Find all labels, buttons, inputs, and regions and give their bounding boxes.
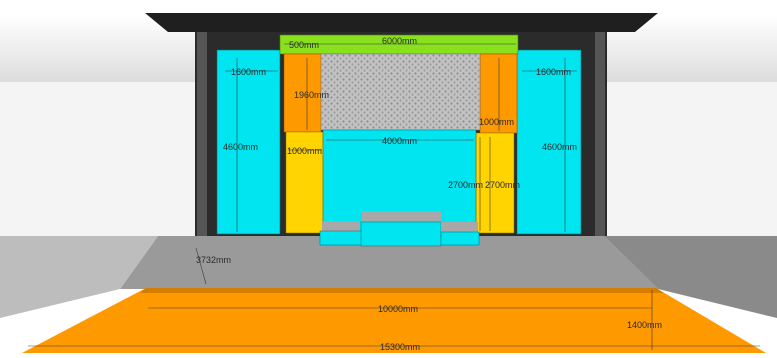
label-right-panel-height: 4600mm: [542, 142, 577, 152]
left-cyan-panel: [216, 49, 281, 235]
left-yellow-column: [285, 131, 324, 234]
label-banner-gap: 500mm: [289, 40, 319, 50]
right-orange-column: [479, 53, 518, 134]
roof: [145, 13, 658, 32]
label-right-yellow-height: 2700mm: [485, 180, 520, 190]
step-top-right: [441, 222, 478, 232]
right-cyan-panel: [516, 49, 582, 235]
floor-left-side: [0, 236, 158, 318]
center-led-screen: [320, 53, 481, 131]
step-right: [440, 231, 480, 246]
label-left-yellow-width: 1000mm: [287, 146, 322, 156]
label-front-stage-bottom-width: 15300mm: [380, 342, 420, 352]
step-top-left: [322, 221, 360, 231]
label-right-orange-height: 1000mm: [479, 117, 514, 127]
label-left-orange-height: 1960mm: [294, 90, 329, 100]
step-top-center: [362, 211, 441, 222]
label-front-stage-depth: 1400mm: [627, 320, 662, 330]
label-center-screen-width: 4000mm: [382, 136, 417, 146]
frame-left-post: [197, 32, 207, 237]
label-front-stage-width: 10000mm: [378, 304, 418, 314]
frame-right-post: [595, 32, 605, 237]
front-stage: [22, 288, 766, 353]
label-right-panel-width: 1600mm: [536, 67, 571, 77]
label-left-panel-height: 4600mm: [223, 142, 258, 152]
step-left: [319, 230, 363, 246]
right-yellow-column: [475, 132, 515, 234]
floor-right-side: [604, 236, 777, 318]
label-banner-width: 6000mm: [382, 36, 417, 46]
dimension-lines: [28, 43, 760, 350]
label-left-panel-width: 1600mm: [231, 67, 266, 77]
label-floor-depth: 3732mm: [196, 255, 231, 265]
left-orange-column: [283, 53, 322, 133]
front-stage-edge: [140, 288, 664, 293]
stage-floor: [120, 236, 658, 289]
label-center-height: 2700mm: [448, 180, 483, 190]
step-center: [360, 221, 442, 247]
